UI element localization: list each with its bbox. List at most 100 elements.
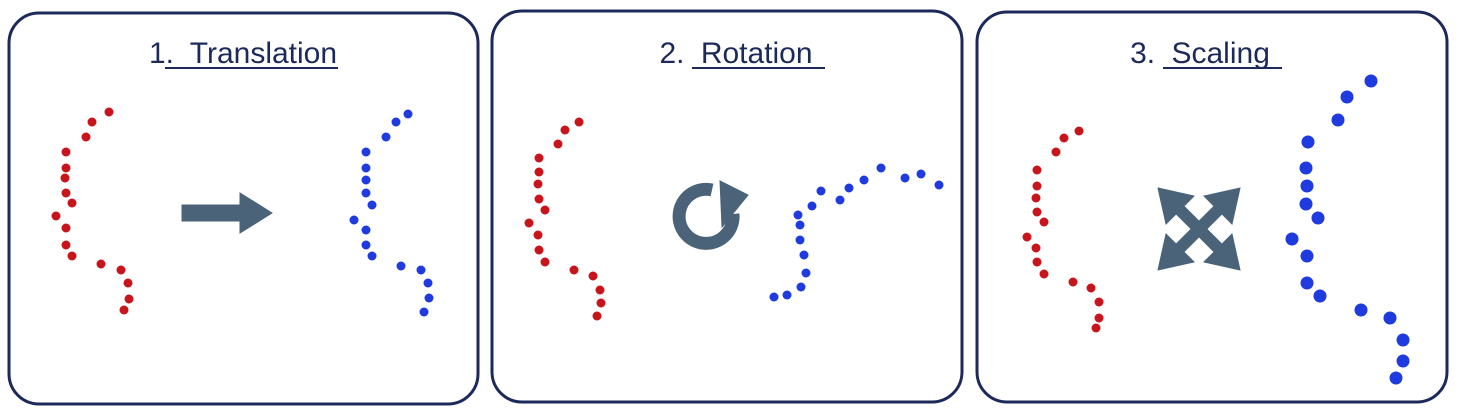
transformed-point [844,183,854,193]
source-point [1068,277,1078,287]
transformed-point [1396,333,1410,347]
transformed-point [1301,135,1315,149]
transformed-point [381,132,391,142]
transformed-point [1300,249,1314,263]
source-point-curve [51,107,134,315]
source-point [534,167,544,177]
source-point [1032,207,1042,217]
transformed-point [416,265,426,275]
transformed-point [1389,371,1403,385]
panel-scaling: 3. Scaling [975,10,1449,404]
source-point-curve [524,117,606,321]
source-point [51,211,61,221]
transformed-point [769,292,779,302]
source-point [61,188,71,198]
transformed-point [1300,276,1314,290]
transformed-point [424,293,434,303]
panel-scaling-title: 3. Scaling [1130,37,1270,70]
panel-translation-number: 1. [149,37,174,70]
source-point [104,107,114,117]
rotated-point-curve [769,163,944,302]
source-point [574,117,584,127]
transformed-point [900,173,910,183]
panel-scaling-number: 3. [1130,37,1155,70]
panel-scaling-frame [975,10,1449,404]
source-point [595,285,605,295]
translated-point-curve [349,109,434,317]
transformed-point [367,200,377,210]
transformed-point [1364,74,1378,88]
transformed-point [1311,211,1325,225]
transformed-point [419,307,429,317]
source-point [1091,323,1101,333]
source-point [61,147,71,157]
source-point [1022,232,1032,242]
source-point [119,305,129,315]
panel-translation-label: Translation [190,37,337,70]
source-point [1094,313,1104,323]
transformed-point [1331,113,1345,127]
transformed-point [361,225,371,235]
source-point [61,223,71,233]
transformed-point [796,282,806,292]
transformed-point [793,210,803,220]
transformed-point [1354,303,1368,317]
source-point [67,198,77,208]
transformed-point [367,251,377,261]
transformed-point [361,163,371,173]
source-point [524,218,534,228]
panel-rotation-label: Rotation [701,37,813,70]
rotate-clockwise-icon [672,180,749,250]
source-point [81,132,91,142]
transformed-point [361,175,371,185]
source-point [1032,257,1042,267]
transformed-point [1396,354,1410,368]
source-point [1059,133,1069,143]
source-point [588,271,598,281]
source-point [1039,217,1049,227]
source-point [569,265,579,275]
source-point [87,117,97,127]
source-point [124,294,134,304]
source-point [534,245,544,255]
source-point [61,163,71,173]
source-point [1031,193,1041,203]
panel-rotation-title: 2. Rotation [659,37,812,70]
source-point [1086,283,1096,293]
transformed-point [1299,161,1313,175]
source-point [67,251,77,261]
source-point [533,179,543,189]
scaled-point-curve [1285,74,1410,385]
transformed-point [361,188,371,198]
source-point [540,257,550,267]
source-point [534,194,544,204]
panel-rotation-number: 2. [659,37,684,70]
transformed-point [403,109,413,119]
source-point [553,139,563,149]
transformed-point [396,261,406,271]
source-point [61,240,71,250]
source-point [1032,165,1042,175]
source-point [1039,269,1049,279]
transformed-point [1383,311,1397,325]
transformed-point [361,240,371,250]
source-point [96,259,106,269]
transformed-point [361,147,371,157]
source-point [1074,126,1084,136]
source-point [533,230,543,240]
source-point [1031,243,1041,253]
panel-scaling-label: Scaling [1171,37,1269,70]
expand-arrows-icon [1157,187,1241,271]
transformed-point [916,169,926,179]
panel-translation: 1. Translation [7,11,480,406]
source-point [540,205,550,215]
source-point [560,125,570,135]
transformed-point [807,201,817,211]
transformed-point [799,250,809,260]
source-point [592,311,602,321]
transformed-point [391,117,401,127]
transformed-point [795,220,805,230]
panel-rotation: 2. Rotation [490,9,964,404]
source-point [60,173,70,183]
